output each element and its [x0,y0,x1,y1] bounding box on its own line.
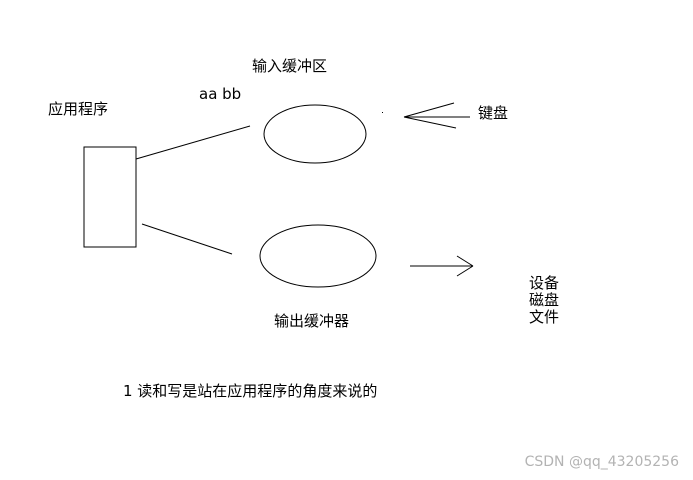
app-to-output-line [141,223,233,255]
input-buffer-ellipse [263,104,367,164]
output-target-disk: 磁盘 [529,291,560,309]
output-arrow [410,255,474,277]
output-target-file: 文件 [529,308,560,326]
keyboard-arrow [403,102,470,129]
application-label: 应用程序 [48,100,109,118]
output-targets-label: 设备 磁盘 文件 [529,275,559,326]
stray-dot [382,112,383,113]
output-buffer-ellipse [259,224,377,288]
keyboard-label: 键盘 [478,104,509,122]
note-text: 1 读和写是站在应用程序的角度来说的 [123,382,378,400]
buffer-content-label: aa bb [199,85,242,103]
output-buffer-label: 输出缓冲器 [274,312,350,330]
input-buffer-label: 输入缓冲区 [252,57,328,75]
watermark: CSDN @qq_43205256 [524,454,679,470]
application-box [83,146,137,248]
app-to-input-line [135,125,251,160]
output-target-device: 设备 [529,274,560,292]
